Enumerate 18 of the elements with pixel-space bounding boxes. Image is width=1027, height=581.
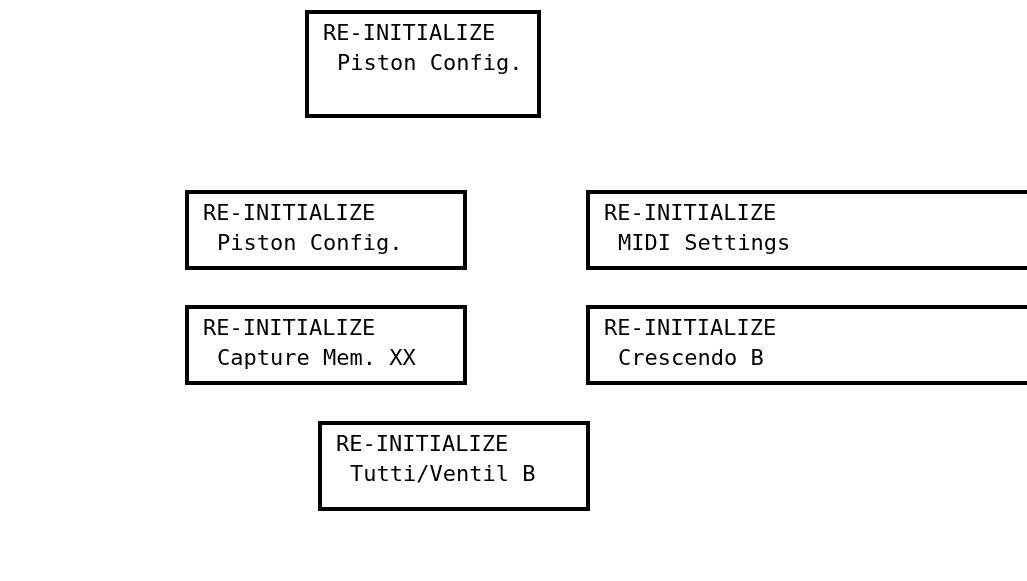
lcd-display-box xyxy=(586,190,1027,270)
display-heading-text: RE-INITIALIZE xyxy=(203,199,377,227)
display-heading-text: RE-INITIALIZE xyxy=(604,314,778,342)
display-body-text: Piston Config. xyxy=(216,229,404,257)
lcd-display-box xyxy=(185,190,467,270)
display-heading-text: RE-INITIALIZE xyxy=(323,19,497,47)
lcd-display-box xyxy=(305,10,541,118)
display-heading-text: RE-INITIALIZE xyxy=(604,199,778,227)
lcd-display-box xyxy=(318,421,590,511)
display-body-text: Tutti/Ventil B xyxy=(349,460,537,488)
display-body-text: MIDI Settings xyxy=(617,229,792,257)
display-body-text: Crescendo B xyxy=(617,344,765,372)
display-heading-text: RE-INITIALIZE xyxy=(336,430,510,458)
display-body-text: Piston Config. xyxy=(336,49,524,77)
lcd-display-box xyxy=(586,305,1027,385)
lcd-display-box xyxy=(185,305,467,385)
display-body-text: Capture Mem. XX xyxy=(216,344,417,372)
display-heading-text: RE-INITIALIZE xyxy=(203,314,377,342)
